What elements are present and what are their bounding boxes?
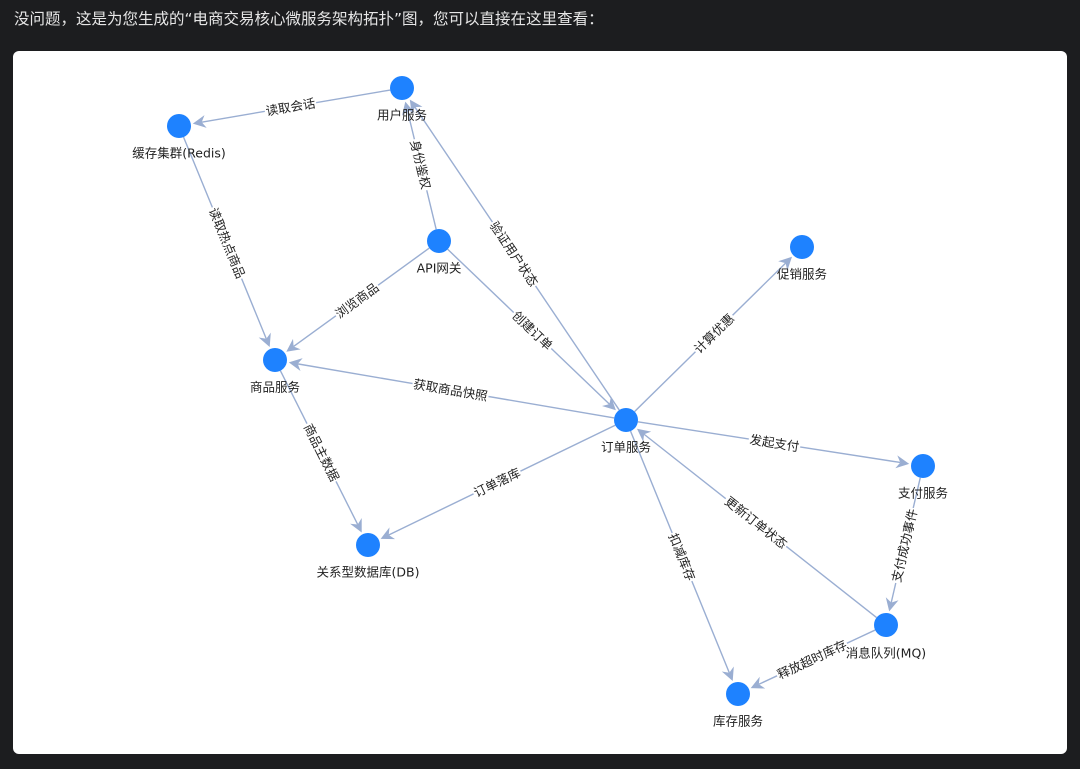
edge-label-background	[690, 309, 738, 358]
edge-label-background	[263, 95, 318, 119]
edge-label-background	[486, 217, 542, 291]
edge-label: 扣减库存	[666, 531, 699, 583]
edge-arrowhead-mq-to-stock	[750, 676, 766, 689]
edge-arrowhead-user-to-cache	[192, 115, 207, 128]
edge-label-background	[407, 137, 435, 193]
node-circle	[356, 533, 380, 557]
node-label: 缓存集群(Redis)	[132, 146, 226, 161]
edge-label-group: 创建订单	[508, 307, 557, 354]
edge-label: 释放超时库存	[775, 637, 849, 682]
chat-message-text: 没问题，这是为您生成的“电商交易核心微服务架构拓扑”图，您可以直接在这里查看：	[14, 10, 604, 28]
node-pay: 支付服务	[898, 454, 948, 501]
node-circle	[790, 235, 814, 259]
node-circle	[726, 682, 750, 706]
node-circle	[614, 408, 638, 432]
edge-label-background	[300, 420, 343, 485]
node-label: 订单服务	[601, 440, 651, 455]
edge-label-group: 更新订单状态	[721, 492, 791, 553]
edge-label-group: 浏览商品	[331, 279, 383, 322]
node-gateway: API网关	[417, 229, 462, 276]
edge-label: 支付成功事件	[889, 507, 921, 583]
edge-arrowhead-gateway-to-product	[286, 338, 301, 352]
node-cache: 缓存集群(Redis)	[132, 114, 226, 161]
node-label: 关系型数据库(DB)	[317, 565, 420, 580]
node-label: API网关	[417, 261, 462, 276]
node-label: 用户服务	[377, 108, 427, 123]
edge-label-background	[665, 530, 699, 584]
node-label: 消息队列(MQ)	[846, 646, 926, 661]
edge-label: 更新订单状态	[722, 493, 790, 551]
edge-label-group: 支付成功事件	[888, 506, 921, 585]
node-circle	[263, 348, 287, 372]
edge-label-group: 释放超时库存	[773, 636, 851, 683]
node-circle	[911, 454, 935, 478]
node-circle	[874, 613, 898, 637]
edge-label: 读取热点商品	[206, 205, 248, 280]
edge-arrowhead-order-to-stock	[721, 666, 734, 681]
edge-label-group: 订单落库	[470, 464, 524, 501]
edge-label: 计算优惠	[691, 311, 737, 357]
edge-label: 验证用户状态	[487, 219, 541, 290]
node-circle	[427, 229, 451, 253]
edge-label-background	[205, 204, 249, 282]
edge-label-group: 获取商品快照	[411, 376, 490, 404]
edge-label-background	[773, 636, 851, 683]
edge-label-background	[888, 506, 921, 585]
edge-label: 获取商品快照	[412, 376, 488, 403]
edge-label-background	[411, 376, 490, 404]
edge-arrowhead-order-to-user	[409, 99, 423, 114]
edge-label-background	[508, 307, 557, 354]
edge-arrowhead-order-to-pay	[895, 455, 910, 469]
node-user: 用户服务	[377, 76, 427, 123]
node-label: 商品服务	[250, 380, 300, 395]
edge-arrowhead-product-to-db	[350, 518, 362, 533]
edge-label: 身份鉴权	[407, 138, 433, 191]
edge-label-group: 计算优惠	[690, 309, 738, 358]
node-mq: 消息队列(MQ)	[846, 613, 926, 661]
node-circle	[167, 114, 191, 138]
edge-arrowhead-pay-to-mq	[885, 597, 899, 612]
node-order: 订单服务	[601, 408, 651, 455]
node-label: 支付服务	[898, 486, 948, 501]
edge-arrowhead-order-to-db	[380, 527, 396, 540]
edge-label-background	[747, 431, 802, 455]
node-label: 促销服务	[777, 267, 827, 282]
node-product: 商品服务	[250, 348, 300, 395]
edge-arrowhead-order-to-promo	[778, 256, 792, 271]
node-circle	[390, 76, 414, 100]
edge-label-group: 身份鉴权	[407, 137, 435, 193]
edge-label-group: 发起支付	[747, 431, 802, 455]
edge-label-group: 读取会话	[263, 95, 318, 119]
edge-label: 商品主数据	[301, 421, 342, 484]
edge-label: 创建订单	[509, 308, 556, 353]
edge-label-group: 扣减库存	[665, 530, 699, 584]
node-promo: 促销服务	[777, 235, 827, 282]
edge-arrowhead-gateway-to-user	[402, 101, 415, 116]
edge-label-background	[470, 464, 524, 501]
node-stock: 库存服务	[713, 682, 763, 729]
node-label: 库存服务	[713, 714, 763, 729]
diagram-panel: 读取会话身份鉴权验证用户状态 读取热点商品浏览商品创建订单 计算优惠获取商品快照发起…	[13, 51, 1067, 754]
edge-label: 浏览商品	[332, 280, 381, 322]
edge-label: 发起支付	[749, 432, 801, 454]
edge-label-group: 商品主数据	[300, 420, 343, 485]
edge-label: 订单落库	[471, 465, 523, 500]
edge-label-group: 验证用户状态	[486, 217, 542, 291]
edge-arrowhead-mq-to-order	[637, 428, 652, 442]
edge-arrowhead-cache-to-product	[258, 332, 271, 347]
node-db: 关系型数据库(DB)	[317, 533, 420, 580]
edge-label-background	[721, 492, 791, 553]
edge-label: 读取会话	[265, 95, 317, 118]
edge-label-group: 读取热点商品	[205, 204, 249, 282]
edge-arrowhead-gateway-to-order	[602, 396, 616, 411]
edge-label-background	[331, 279, 383, 322]
edge-arrowhead-order-to-product	[288, 358, 303, 371]
